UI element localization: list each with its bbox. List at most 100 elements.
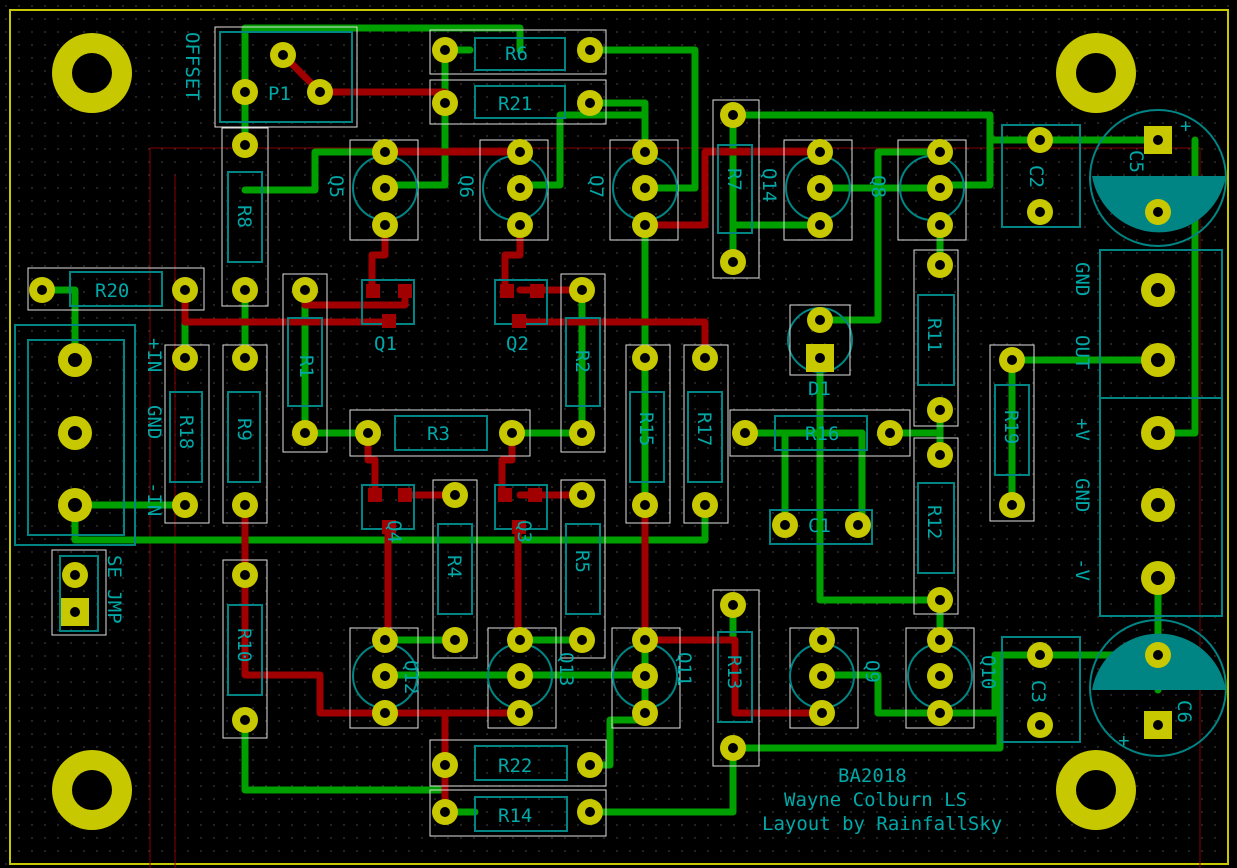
pad-hole xyxy=(180,500,190,510)
pad-hole xyxy=(440,98,450,108)
mounting-holes xyxy=(52,33,1136,830)
minus-v-label: -V xyxy=(1071,558,1093,581)
pad-hole xyxy=(515,708,525,718)
pad-hole xyxy=(640,183,650,193)
pad-hole xyxy=(515,147,525,157)
pad-hole xyxy=(577,428,587,438)
pad-hole xyxy=(935,671,945,681)
pad-hole xyxy=(450,635,460,645)
pad-hole xyxy=(585,98,595,108)
svg-text:R14: R14 xyxy=(498,805,532,827)
svg-text:R6: R6 xyxy=(505,43,528,65)
pad-hole xyxy=(585,807,595,817)
pad-hole xyxy=(1151,283,1165,297)
pad-hole xyxy=(240,500,250,510)
svg-text:C5: C5 xyxy=(1125,150,1147,173)
pad-hole xyxy=(515,635,525,645)
svg-text:C3: C3 xyxy=(1027,680,1049,703)
pad-hole xyxy=(68,353,82,367)
pad-hole xyxy=(935,595,945,605)
pad-hole xyxy=(440,760,450,770)
pad-hole xyxy=(315,87,325,97)
pad-hole xyxy=(68,426,82,440)
in-plus-label: +IN xyxy=(143,338,165,372)
pad-hole xyxy=(180,285,190,295)
out-label: OUT xyxy=(1071,335,1093,369)
svg-text:R8: R8 xyxy=(233,205,255,228)
pad-hole xyxy=(935,260,945,270)
pad-hole xyxy=(935,183,945,193)
in-gnd-label: GND xyxy=(143,405,165,439)
svg-text:Q13: Q13 xyxy=(555,652,577,686)
board-title: BA2018 xyxy=(838,765,907,787)
pad-hole xyxy=(1153,650,1163,660)
svg-text:Q2: Q2 xyxy=(506,333,529,355)
pad-hole xyxy=(817,671,827,681)
pad-hole xyxy=(640,220,650,230)
pad-hole xyxy=(440,807,450,817)
pad-hole xyxy=(363,428,373,438)
pad-hole xyxy=(515,671,525,681)
pad-hole xyxy=(1007,355,1017,365)
pad-hole xyxy=(440,45,450,55)
se-jmp-label: SE JMP xyxy=(103,555,125,624)
smd-pads xyxy=(366,284,544,534)
svg-text:R19: R19 xyxy=(1000,410,1022,444)
pad-hole xyxy=(180,353,190,363)
designer-label: Wayne Colburn LS xyxy=(784,789,967,811)
svg-text:Q11: Q11 xyxy=(673,652,695,686)
pad-hole xyxy=(935,635,945,645)
svg-text:R7: R7 xyxy=(723,168,745,191)
pad-hole xyxy=(817,635,827,645)
pad-hole xyxy=(450,490,460,500)
pad-hole xyxy=(577,285,587,295)
pad-hole xyxy=(780,520,790,530)
pad-hole xyxy=(640,500,650,510)
svg-text:R5: R5 xyxy=(571,550,593,573)
pad-hole xyxy=(1153,135,1163,145)
c6-plus-label: + xyxy=(1113,735,1135,746)
svg-text:Q6: Q6 xyxy=(455,175,477,198)
gnd2-label: GND xyxy=(1071,478,1093,512)
svg-text:R11: R11 xyxy=(923,318,945,352)
svg-text:R2: R2 xyxy=(571,350,593,373)
pad-hole xyxy=(817,708,827,718)
svg-text:R15: R15 xyxy=(635,412,657,446)
pad-hole xyxy=(640,708,650,718)
pad-hole xyxy=(515,220,525,230)
pad-hole xyxy=(728,743,738,753)
pad-hole xyxy=(585,760,595,770)
pad-hole xyxy=(935,708,945,718)
svg-text:R18: R18 xyxy=(175,415,197,449)
svg-text:R13: R13 xyxy=(723,655,745,689)
pad-hole xyxy=(1151,498,1165,512)
svg-text:R12: R12 xyxy=(923,505,945,539)
svg-text:Q3: Q3 xyxy=(513,520,535,543)
pad-hole xyxy=(815,315,825,325)
pad-hole xyxy=(640,635,650,645)
pad-hole xyxy=(240,715,250,725)
pad-hole xyxy=(1035,720,1045,730)
svg-text:Q4: Q4 xyxy=(383,520,405,543)
pad-hole xyxy=(815,147,825,157)
svg-text:R4: R4 xyxy=(443,555,465,578)
pad-hole xyxy=(515,183,525,193)
pad-hole xyxy=(728,600,738,610)
pad-hole xyxy=(885,428,895,438)
pad-hole xyxy=(935,450,945,460)
pad-hole xyxy=(37,285,47,295)
pad-hole xyxy=(380,147,390,157)
svg-text:R17: R17 xyxy=(693,412,715,446)
in-minus-label: -IN xyxy=(143,482,165,516)
svg-text:Q9: Q9 xyxy=(861,660,883,683)
pad-hole xyxy=(1007,500,1017,510)
plus-v-label: +V xyxy=(1071,418,1093,441)
pad-hole xyxy=(1151,571,1165,585)
offset-label: OFFSET xyxy=(181,32,203,101)
pad-hole xyxy=(640,671,650,681)
pad-hole xyxy=(278,50,288,60)
svg-text:D1: D1 xyxy=(808,378,831,400)
pad-hole xyxy=(935,147,945,157)
pad-hole xyxy=(380,183,390,193)
title-block: BA2018 Wayne Colburn LS Layout by Rainfa… xyxy=(762,765,1002,835)
